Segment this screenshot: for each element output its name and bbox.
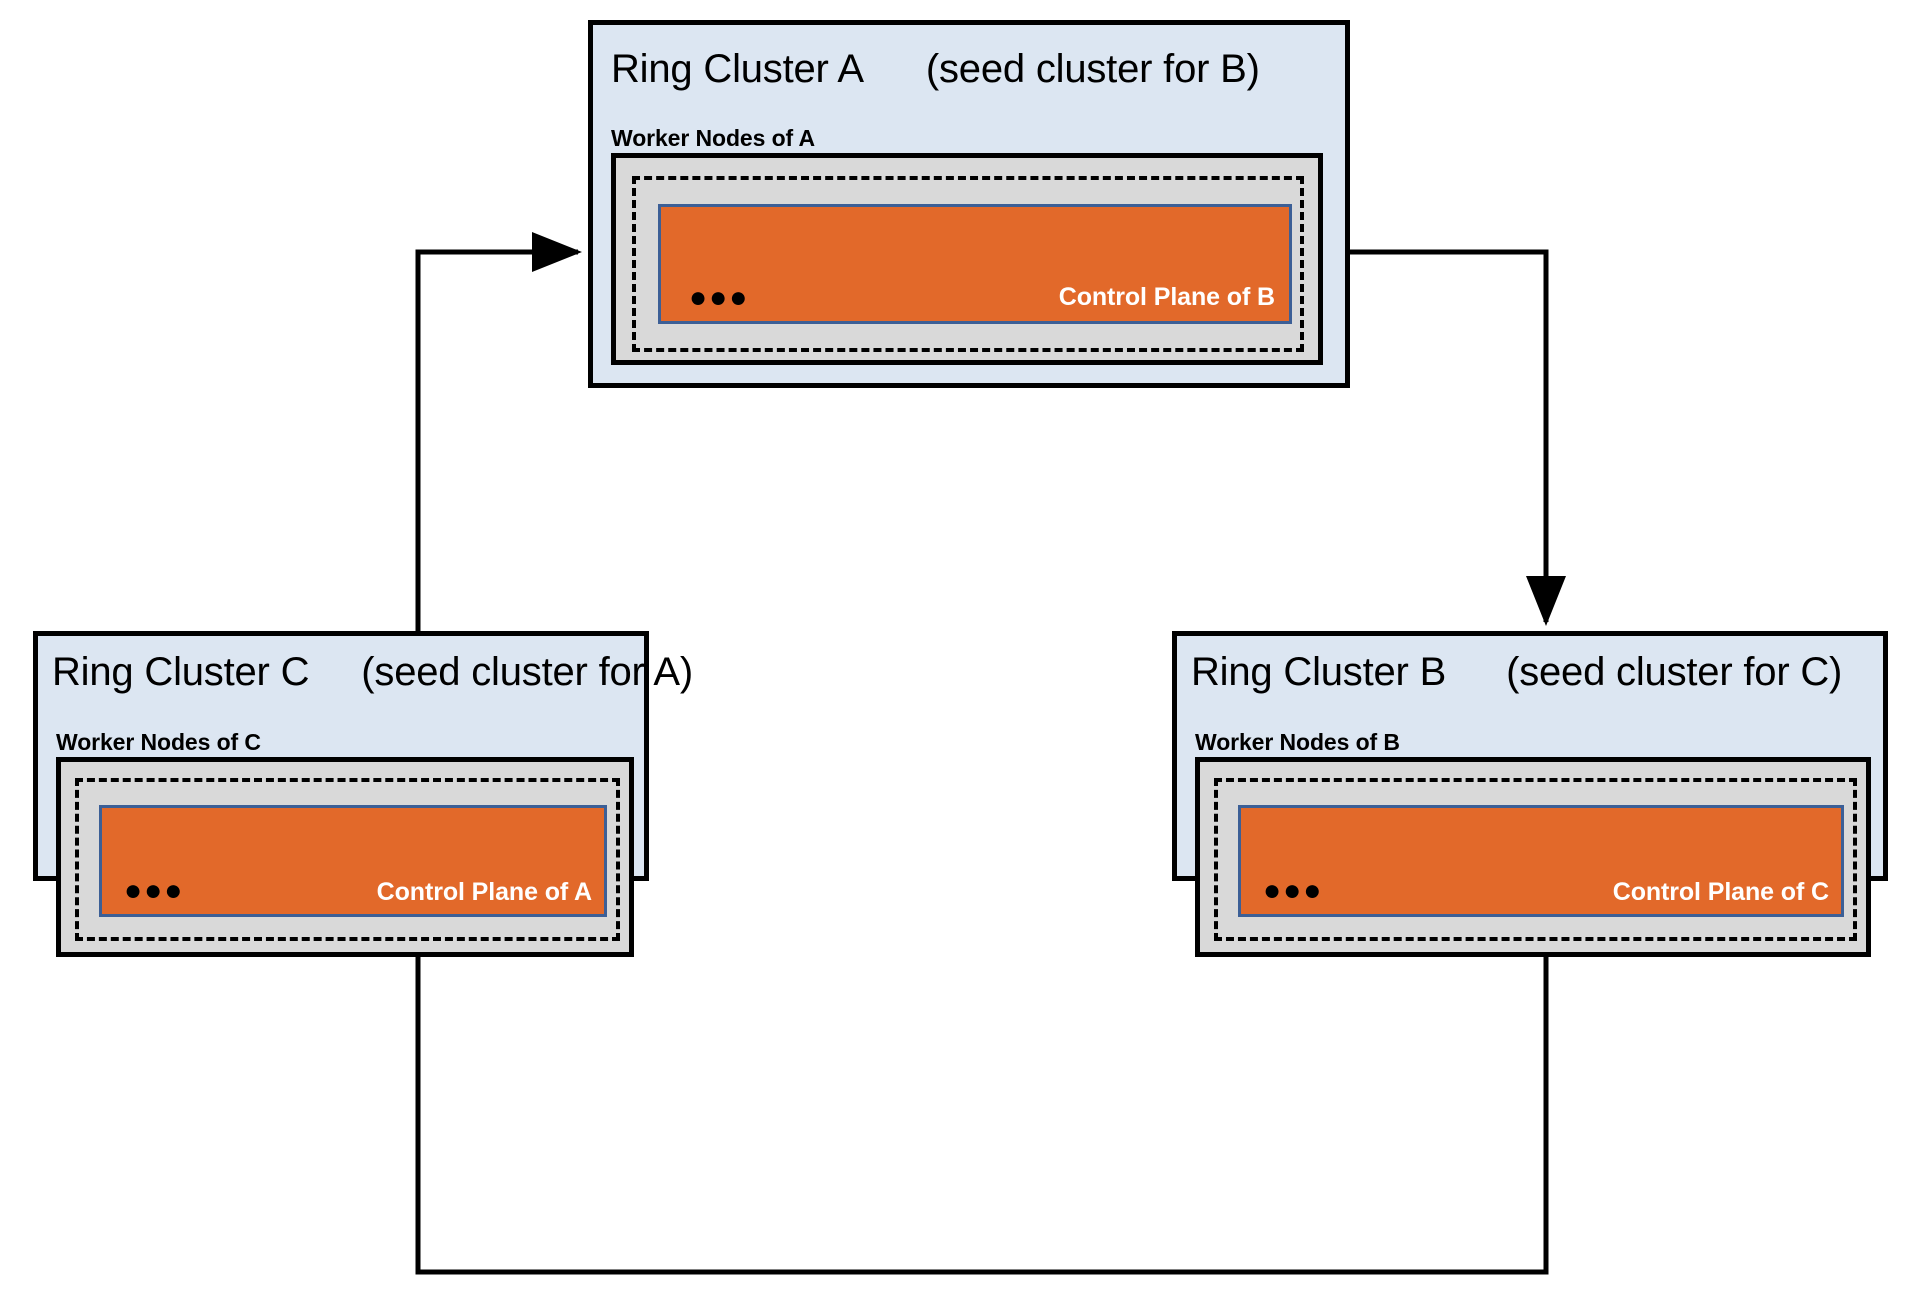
- cluster-a-dashed-boundary: ●●● Control Plane of B: [632, 176, 1304, 352]
- cluster-c-worker-nodes-box: ●●● Control Plane of A: [56, 757, 634, 957]
- arrow-b-to-c: [398, 881, 1549, 1275]
- cluster-b-dashed-boundary: ●●● Control Plane of C: [1214, 778, 1857, 941]
- cluster-b-title: Ring Cluster B (seed cluster for C): [1191, 650, 1842, 695]
- cluster-c-control-plane-box[interactable]: ●●● Control Plane of A: [99, 805, 607, 917]
- cluster-a-title: Ring Cluster A (seed cluster for B): [611, 47, 1260, 92]
- arrow-a-to-b: [1350, 249, 1566, 627]
- ring-cluster-c[interactable]: Ring Cluster C (seed cluster for A) Worke…: [33, 631, 693, 957]
- ring-cluster-a[interactable]: Ring Cluster A (seed cluster for B) Worke…: [588, 20, 1350, 388]
- cluster-a-control-plane-box[interactable]: ●●● Control Plane of B: [658, 204, 1292, 324]
- cluster-b-control-plane-label: Control Plane of C: [1612, 878, 1829, 906]
- cluster-c-name: Ring Cluster C: [52, 650, 310, 694]
- cluster-b-worker-label: Worker Nodes of B: [1195, 729, 1400, 755]
- cluster-b-name: Ring Cluster B: [1191, 650, 1447, 694]
- cluster-a-worker-nodes-box: ●●● Control Plane of B: [611, 153, 1323, 365]
- cluster-a-control-plane-label: Control Plane of B: [1058, 283, 1275, 311]
- ring-cluster-b[interactable]: Ring Cluster B (seed cluster for C) Worke…: [1172, 631, 1888, 957]
- arrow-c-to-a: [415, 232, 583, 640]
- cluster-b-worker-nodes-box: ●●● Control Plane of C: [1195, 757, 1871, 957]
- cluster-c-control-plane-label: Control Plane of A: [376, 878, 592, 906]
- cluster-b-seed-note: (seed cluster for C): [1506, 650, 1843, 694]
- cluster-c-dashed-boundary: ●●● Control Plane of A: [75, 778, 620, 941]
- cluster-b-ellipsis-dots: ●●●: [1263, 874, 1324, 907]
- cluster-c-title: Ring Cluster C (seed cluster for A): [52, 650, 693, 695]
- cluster-b-control-plane-box[interactable]: ●●● Control Plane of C: [1238, 805, 1844, 917]
- cluster-c-seed-note: (seed cluster for A): [361, 650, 693, 694]
- cluster-a-name: Ring Cluster A: [611, 47, 864, 91]
- cluster-a-seed-note: (seed cluster for B): [925, 47, 1260, 91]
- cluster-c-worker-label: Worker Nodes of C: [56, 729, 261, 755]
- cluster-a-worker-label: Worker Nodes of A: [611, 125, 816, 151]
- cluster-a-ellipsis-dots: ●●●: [689, 281, 750, 314]
- cluster-c-ellipsis-dots: ●●●: [124, 874, 185, 907]
